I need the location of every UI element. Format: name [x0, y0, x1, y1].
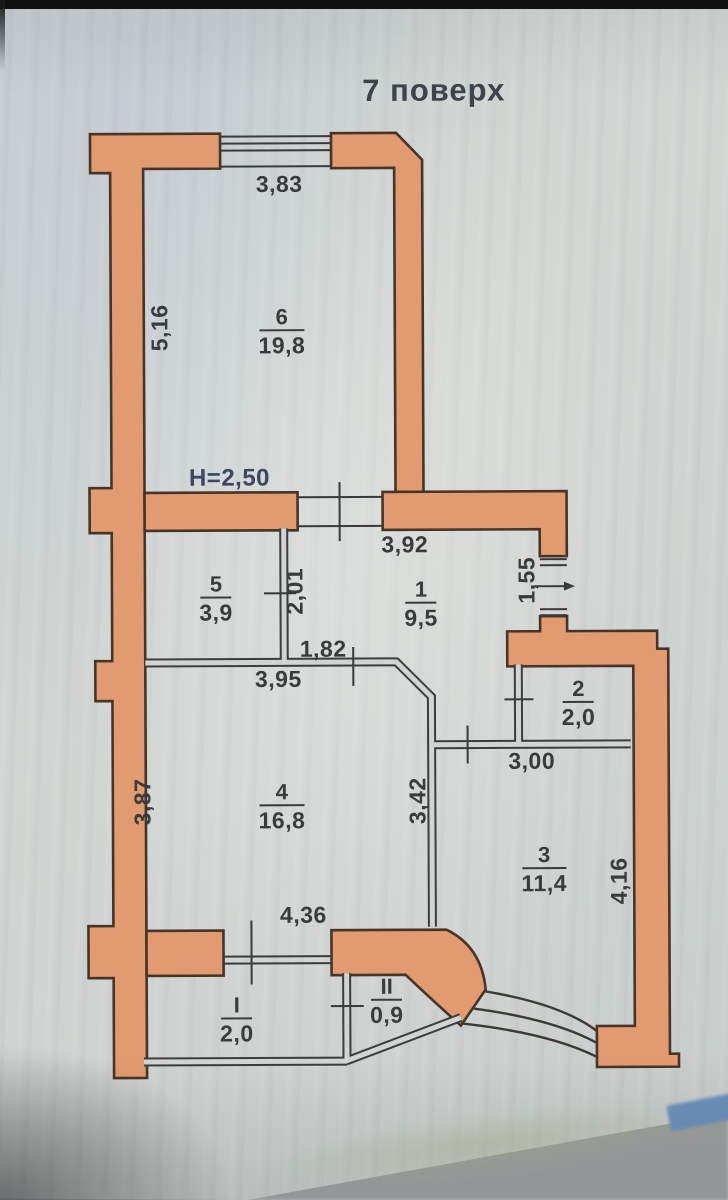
- fraction-rule: [370, 998, 403, 1001]
- room-number: II: [380, 973, 393, 999]
- room-label-1: 1 9,5: [404, 576, 438, 631]
- room-area: 16,8: [258, 807, 306, 834]
- dim-hall-width: 3,92: [381, 531, 429, 558]
- room-area: 0,9: [370, 1001, 404, 1028]
- dim-room4-width: 3,95: [254, 665, 302, 692]
- room-area: 9,5: [404, 604, 438, 631]
- dim-room4-depth: 3,87: [129, 778, 156, 826]
- room-number: 2: [572, 675, 585, 701]
- dim-inner-opening: 1,82: [299, 635, 347, 662]
- window-room6-top: [219, 135, 332, 168]
- photo-vignette-corner: [0, 1000, 300, 1200]
- wall-left-complex: [87, 132, 222, 1080]
- room-area: 19,8: [258, 332, 306, 359]
- room-number: 1: [414, 576, 428, 602]
- dim-right-window: 1,55: [513, 556, 540, 604]
- room-area: 3,9: [199, 599, 233, 626]
- tick-marks: [250, 482, 534, 1008]
- fraction-rule: [200, 596, 232, 599]
- room-number: 5: [209, 571, 223, 597]
- room-label-5: 5 3,9: [199, 571, 233, 626]
- wall-room6-right: [329, 131, 425, 494]
- room-label-6: 6 19,8: [258, 304, 306, 359]
- wall-room4-bottom-left: [145, 929, 225, 978]
- room-number: 3: [537, 842, 551, 868]
- wall-room4-bottom-right-curved: [330, 928, 488, 1028]
- fraction-rule: [562, 700, 595, 704]
- dim-room3-depth: 4,16: [605, 857, 632, 905]
- wall-middle-band-right: [381, 489, 569, 558]
- wall-right-complex: [505, 614, 681, 1069]
- page-title: 7 поверх: [362, 72, 506, 109]
- room-label-balcony-2: II 0,9: [370, 973, 404, 1028]
- dim-room4-bottom: 4,36: [279, 901, 327, 928]
- window-room4-bottom: [223, 955, 332, 965]
- curved-glazing: [462, 990, 598, 1059]
- dim-room6-width: 3,83: [255, 170, 303, 197]
- room-label-4: 4 16,8: [258, 779, 306, 834]
- photo-top-edge: [0, 0, 728, 9]
- wall-middle-band-left: [143, 490, 300, 533]
- room-area: 2,0: [561, 703, 596, 731]
- fraction-rule: [259, 329, 305, 332]
- room-area: 11,4: [521, 870, 568, 897]
- dim-corridor: 3,42: [404, 777, 431, 825]
- room-label-2: 2 2,0: [561, 675, 596, 731]
- fraction-rule: [259, 804, 305, 807]
- room-number: 4: [275, 779, 289, 805]
- ceiling-height-note: H=2,50: [188, 464, 271, 492]
- fraction-rule: [405, 601, 437, 604]
- photo-left-edge: [0, 0, 5, 70]
- dim-room2-width: 3,00: [508, 747, 556, 774]
- dim-room6-depth: 5,16: [146, 304, 173, 352]
- window-hall-right: [534, 558, 575, 617]
- dim-partition: 2,01: [281, 567, 308, 615]
- fraction-rule: [522, 867, 566, 870]
- room-label-3: 3 11,4: [521, 842, 568, 897]
- room-number: 6: [275, 304, 288, 330]
